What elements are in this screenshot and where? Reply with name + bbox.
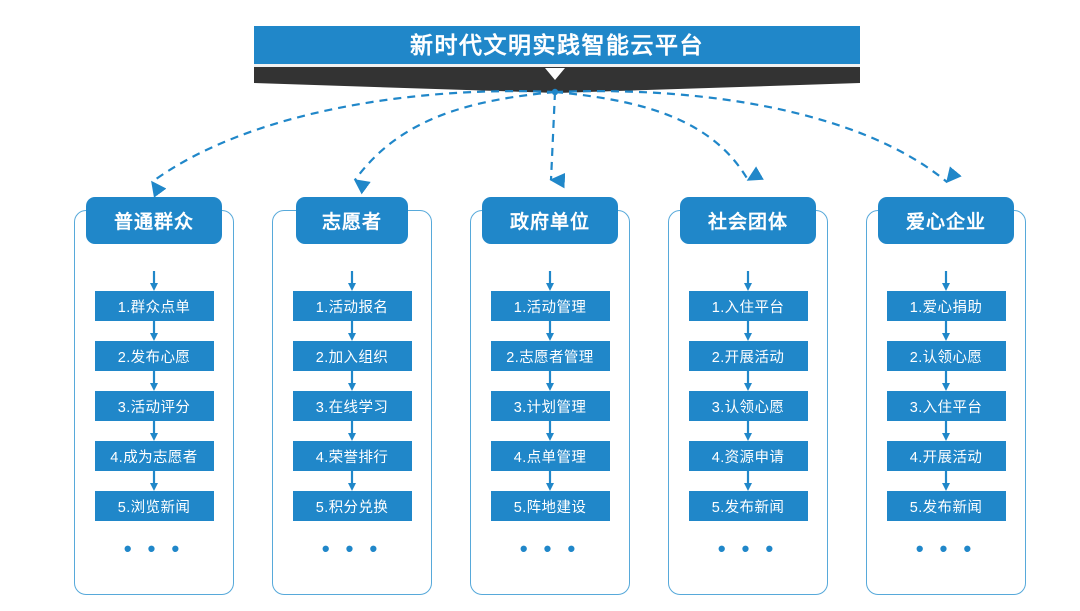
- step-box[interactable]: 1.群众点单: [94, 291, 214, 321]
- down-arrow-icon: [546, 471, 554, 491]
- step-box[interactable]: 5.积分兑换: [292, 491, 412, 521]
- down-arrow-icon: [546, 321, 554, 341]
- step-box[interactable]: 5.发布新闻: [688, 491, 808, 521]
- step-box[interactable]: 2.加入组织: [292, 341, 412, 371]
- more-items-ellipsis: • • •: [123, 536, 185, 561]
- down-arrow-icon: [942, 471, 950, 491]
- down-arrow-icon: [150, 421, 158, 441]
- down-arrow-icon: [744, 371, 752, 391]
- down-arrow-icon: [942, 271, 950, 291]
- down-arrow-icon: [348, 471, 356, 491]
- step-box[interactable]: 1.活动报名: [292, 291, 412, 321]
- step-box[interactable]: 5.阵地建设: [490, 491, 610, 521]
- page-title: 新时代文明实践智能云平台: [410, 31, 704, 58]
- down-arrow-icon: [546, 421, 554, 441]
- down-arrow-icon: [942, 421, 950, 441]
- role-column-header-4[interactable]: 爱心企业: [878, 197, 1014, 244]
- down-arrow-icon: [744, 471, 752, 491]
- step-box[interactable]: 3.认领心愿: [688, 391, 808, 421]
- down-arrow-icon: [546, 271, 554, 291]
- title-shadow-ribbon: [254, 67, 860, 93]
- role-column-header-3[interactable]: 社会团体: [680, 197, 816, 244]
- down-arrow-icon: [348, 321, 356, 341]
- more-items-ellipsis: • • •: [321, 536, 383, 561]
- role-column-4[interactable]: 爱心企业 1.爱心捐助 2.认领心愿 3.入住平台 4.开展活动 5.发布新闻 …: [866, 197, 1026, 595]
- more-items-ellipsis: • • •: [717, 536, 779, 561]
- step-box[interactable]: 3.活动评分: [94, 391, 214, 421]
- platform-title-banner: 新时代文明实践智能云平台: [254, 26, 860, 93]
- down-arrow-icon: [546, 371, 554, 391]
- step-box[interactable]: 3.入住平台: [886, 391, 1006, 421]
- platform-title-bar: 新时代文明实践智能云平台: [254, 26, 860, 64]
- step-box[interactable]: 3.计划管理: [490, 391, 610, 421]
- step-box[interactable]: 4.荣誉排行: [292, 441, 412, 471]
- role-column-1[interactable]: 志愿者 1.活动报名 2.加入组织 3.在线学习 4.荣誉排行 5.积分兑换 •…: [272, 197, 432, 595]
- down-arrow-icon: [348, 371, 356, 391]
- role-column-steps-0: 1.群众点单 2.发布心愿 3.活动评分 4.成为志愿者 5.浏览新闻 • • …: [75, 271, 233, 560]
- connector-to-column-4: [554, 90, 962, 184]
- step-box[interactable]: 4.资源申请: [688, 441, 808, 471]
- down-arrow-icon: [744, 271, 752, 291]
- down-arrow-icon: [150, 471, 158, 491]
- step-box[interactable]: 4.开展活动: [886, 441, 1006, 471]
- role-column-header-2[interactable]: 政府单位: [482, 197, 618, 244]
- role-column-0[interactable]: 普通群众 1.群众点单 2.发布心愿 3.活动评分 4.成为志愿者 5.浏览新闻…: [74, 197, 234, 595]
- step-box[interactable]: 2.志愿者管理: [490, 341, 610, 371]
- down-arrow-icon: [150, 321, 158, 341]
- step-box[interactable]: 5.浏览新闻: [94, 491, 214, 521]
- step-box[interactable]: 2.开展活动: [688, 341, 808, 371]
- role-column-header-1[interactable]: 志愿者: [296, 197, 408, 244]
- more-items-ellipsis: • • •: [915, 536, 977, 561]
- role-column-steps-2: 1.活动管理 2.志愿者管理 3.计划管理 4.点单管理 5.阵地建设 • • …: [471, 271, 629, 560]
- role-column-steps-3: 1.入住平台 2.开展活动 3.认领心愿 4.资源申请 5.发布新闻 • • •: [669, 271, 827, 560]
- connector-to-column-3: [554, 90, 764, 181]
- step-box[interactable]: 4.点单管理: [490, 441, 610, 471]
- step-box[interactable]: 1.活动管理: [490, 291, 610, 321]
- connector-to-column-2: [549, 91, 566, 189]
- step-box[interactable]: 5.发布新闻: [886, 491, 1006, 521]
- title-divider: [254, 64, 860, 67]
- step-box[interactable]: 4.成为志愿者: [94, 441, 214, 471]
- step-box[interactable]: 1.爱心捐助: [886, 291, 1006, 321]
- down-arrow-icon: [348, 421, 356, 441]
- role-column-3[interactable]: 社会团体 1.入住平台 2.开展活动 3.认领心愿 4.资源申请 5.发布新闻 …: [668, 197, 828, 595]
- connector-to-column-0: [151, 90, 556, 198]
- step-box[interactable]: 1.入住平台: [688, 291, 808, 321]
- role-column-steps-4: 1.爱心捐助 2.认领心愿 3.入住平台 4.开展活动 5.发布新闻 • • •: [867, 271, 1025, 560]
- step-box[interactable]: 2.认领心愿: [886, 341, 1006, 371]
- more-items-ellipsis: • • •: [519, 536, 581, 561]
- down-arrow-icon: [942, 371, 950, 391]
- down-arrow-icon: [150, 371, 158, 391]
- connector-to-column-1: [353, 90, 556, 195]
- role-column-steps-1: 1.活动报名 2.加入组织 3.在线学习 4.荣誉排行 5.积分兑换 • • •: [273, 271, 431, 560]
- down-arrow-icon: [942, 321, 950, 341]
- role-column-2[interactable]: 政府单位 1.活动管理 2.志愿者管理 3.计划管理 4.点单管理 5.阵地建设…: [470, 197, 630, 595]
- step-box[interactable]: 3.在线学习: [292, 391, 412, 421]
- down-arrow-icon: [744, 421, 752, 441]
- down-arrow-icon: [150, 271, 158, 291]
- step-box[interactable]: 2.发布心愿: [94, 341, 214, 371]
- down-arrow-icon: [348, 271, 356, 291]
- role-column-header-0[interactable]: 普通群众: [86, 197, 222, 244]
- down-arrow-icon: [744, 321, 752, 341]
